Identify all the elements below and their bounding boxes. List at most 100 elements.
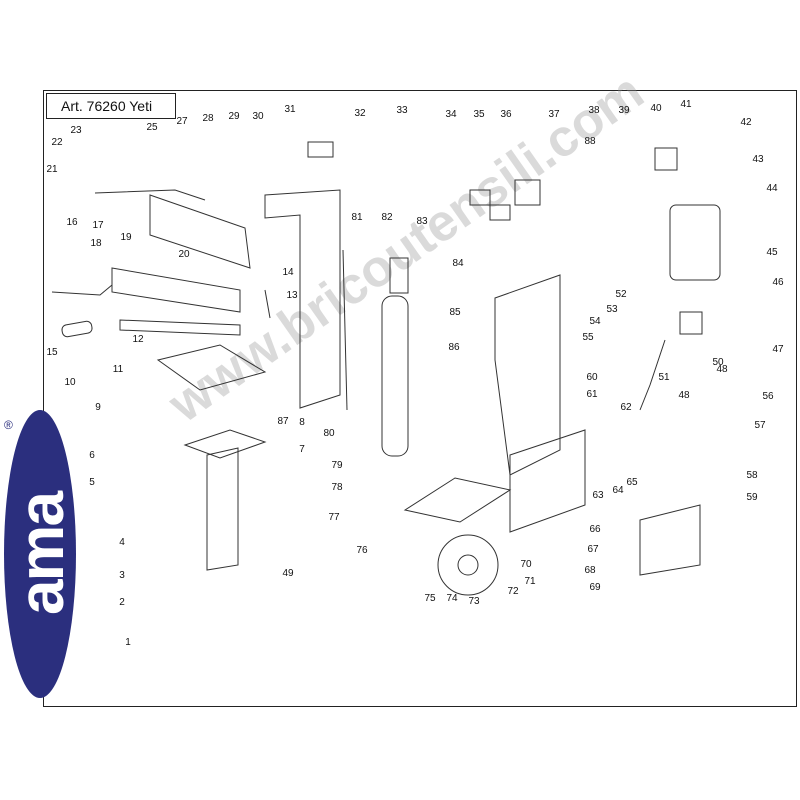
part-callout-46: 46: [772, 277, 784, 288]
part-callout-22: 22: [51, 137, 63, 148]
part-callout-19: 19: [120, 232, 132, 243]
part-cylinder-head: [389, 257, 409, 294]
part-callout-56: 56: [762, 391, 774, 402]
part-callout-40: 40: [650, 103, 662, 114]
part-callout-81: 81: [351, 212, 363, 223]
part-lower-bracket: [111, 267, 241, 313]
part-callout-29: 29: [228, 111, 240, 122]
part-callout-76: 76: [356, 545, 368, 556]
part-callout-44: 44: [766, 183, 778, 194]
part-callout-77: 77: [328, 512, 340, 523]
part-callout-38: 38: [588, 105, 600, 116]
part-callout-72: 72: [507, 586, 519, 597]
part-callout-57: 57: [754, 420, 766, 431]
part-callout-33: 33: [396, 105, 408, 116]
part-column: [264, 189, 341, 409]
part-callout-83: 83: [416, 216, 428, 227]
part-callout-23: 23: [70, 125, 82, 136]
part-callout-8: 8: [299, 417, 305, 428]
part-lever-handle: [51, 284, 113, 296]
part-callout-48: 48: [678, 390, 690, 401]
part-callout-79: 79: [331, 460, 343, 471]
part-sketches: [51, 141, 721, 596]
logo-ellipse: [4, 410, 76, 698]
part-callout-87: 87: [277, 416, 289, 427]
part-plate: [119, 319, 241, 336]
part-plate-34: [489, 204, 511, 221]
part-oil-tank: [639, 504, 701, 576]
part-callout-54: 54: [589, 316, 601, 327]
part-table: [403, 477, 512, 523]
part-pump: [679, 311, 703, 335]
part-hose-58: [639, 339, 666, 411]
part-base-top: [183, 429, 267, 459]
part-callout-58: 58: [746, 470, 758, 481]
part-callout-27: 27: [176, 116, 188, 127]
part-wheel-hub: [457, 554, 479, 576]
part-callout-35: 35: [473, 109, 485, 120]
part-callout-75: 75: [424, 593, 436, 604]
part-frame: [494, 274, 561, 476]
part-callout-41: 41: [680, 99, 692, 110]
part-callout-47: 47: [772, 344, 784, 355]
part-callout-17: 17: [92, 220, 104, 231]
part-cylinder: [381, 295, 409, 457]
part-handle-bar: [94, 189, 206, 201]
part-callout-60: 60: [586, 372, 598, 383]
part-callout-39: 39: [618, 105, 630, 116]
part-wheel: [437, 534, 499, 596]
part-callout-59: 59: [746, 492, 758, 503]
part-callout-85: 85: [449, 307, 461, 318]
part-callout-67: 67: [587, 544, 599, 555]
diagram-frame: [43, 90, 797, 707]
part-base-post: [206, 447, 239, 571]
part-callout-15: 15: [46, 347, 58, 358]
part-callout-86: 86: [448, 342, 460, 353]
part-top-block: [307, 141, 334, 158]
part-callout-68: 68: [584, 565, 596, 576]
part-callout-25: 25: [146, 122, 158, 133]
part-grip: [61, 320, 93, 338]
part-callout-42: 42: [740, 117, 752, 128]
part-callout-1: 1: [125, 637, 131, 648]
part-callout-52: 52: [615, 289, 627, 300]
part-callout-43: 43: [752, 154, 764, 165]
part-callout-62: 62: [620, 402, 632, 413]
part-callout-10: 10: [64, 377, 76, 388]
part-callout-16: 16: [66, 217, 78, 228]
part-callout-70: 70: [520, 559, 532, 570]
part-tray: [509, 429, 586, 533]
part-callout-48: 48: [716, 364, 728, 375]
part-rod-78: [342, 249, 348, 411]
part-callout-84: 84: [452, 258, 464, 269]
article-title: Art. 76260 Yeti: [46, 93, 176, 119]
part-callout-4: 4: [119, 537, 125, 548]
part-callout-61: 61: [586, 389, 598, 400]
part-callout-51: 51: [658, 372, 670, 383]
part-callout-37: 37: [548, 109, 560, 120]
part-callout-11: 11: [113, 364, 124, 375]
part-rod-14: [264, 289, 271, 319]
part-plate-33: [469, 189, 491, 206]
part-callout-66: 66: [589, 524, 601, 535]
part-callout-32: 32: [354, 108, 366, 119]
part-callout-74: 74: [446, 593, 458, 604]
ama-logo: ama: [0, 410, 82, 700]
part-callout-65: 65: [626, 477, 638, 488]
part-callout-28: 28: [202, 113, 214, 124]
part-callout-36: 36: [500, 109, 512, 120]
part-callout-45: 45: [766, 247, 778, 258]
part-callout-31: 31: [284, 104, 296, 115]
part-foot-plate: [156, 344, 267, 391]
part-callout-49: 49: [282, 568, 294, 579]
part-callout-71: 71: [524, 576, 536, 587]
part-callout-3: 3: [119, 570, 125, 581]
part-callout-73: 73: [468, 596, 480, 607]
part-callout-18: 18: [90, 238, 102, 249]
part-callout-64: 64: [612, 485, 624, 496]
part-callout-21: 21: [46, 164, 58, 175]
part-callout-12: 12: [132, 334, 144, 345]
